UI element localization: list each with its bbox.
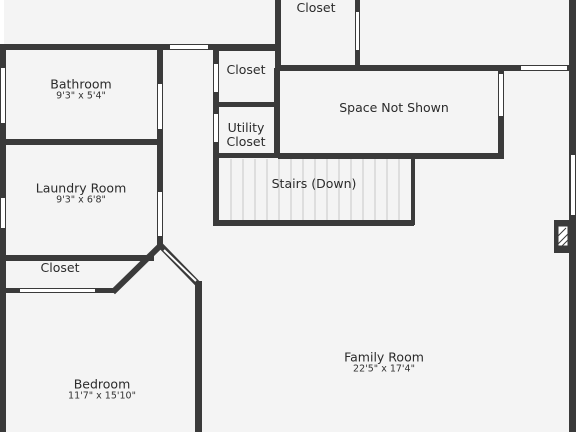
- stair-treads: [230, 159, 400, 220]
- room-dimensions: 11'7" x 15'10": [68, 390, 136, 402]
- wall-top-left: [4, 44, 280, 50]
- room-name: Bathroom: [50, 76, 112, 92]
- wall-space-bottom: [278, 153, 504, 159]
- wall-exterior-left: [0, 44, 6, 432]
- wall-closet-mid-bottom: [213, 102, 278, 107]
- room-dimensions: 9'3" x 5'4": [56, 90, 106, 102]
- wall-bath-right: [157, 48, 163, 248]
- window-closet-left: [20, 289, 95, 292]
- door-closet-mid: [214, 64, 218, 92]
- window-bath-top: [170, 45, 208, 49]
- room-name: Family Room: [344, 349, 424, 365]
- fireplace-hatch: [557, 227, 569, 247]
- wall-diag-closet: [110, 241, 165, 295]
- wall-utility-right: [274, 68, 280, 158]
- wall-space-top: [278, 65, 570, 71]
- door-closet-top: [356, 12, 359, 50]
- room-closet-top: Closet: [296, 0, 336, 15]
- windows: [1, 12, 575, 292]
- room-family: Family Room 22'5" x 17'4": [344, 349, 424, 375]
- room-name: Closet: [40, 259, 80, 275]
- room-dimensions: 22'5" x 17'4": [353, 363, 415, 375]
- wall-closet-mid-top: [213, 46, 281, 51]
- door-space: [499, 74, 503, 116]
- room-closet-left: Closet: [40, 259, 80, 275]
- wall-stairs-bottom: [213, 220, 414, 226]
- wall-exterior-right: [569, 0, 576, 432]
- room-laundry: Laundry Room 9'3" x 6'8": [35, 180, 127, 206]
- room-dimensions: 9'3" x 6'8": [56, 194, 106, 206]
- room-name: Space Not Shown: [339, 99, 449, 115]
- room-closet-mid: Closet: [226, 61, 266, 77]
- door-laundry: [158, 192, 162, 236]
- room-utility-closet: Utility Closet: [227, 84, 266, 168]
- door-bath: [158, 84, 162, 129]
- wall-bath-laundry: [4, 139, 162, 145]
- room-name: Laundry Room: [35, 180, 127, 196]
- wall-bedroom-right: [195, 281, 202, 432]
- room-name: Bedroom: [73, 376, 131, 392]
- room-name: Closet: [296, 0, 336, 15]
- wall-laundry-bottom: [4, 255, 154, 261]
- wall-utility-bottom: [213, 153, 280, 158]
- window-right-top: [521, 66, 567, 70]
- window-diag-bedroom: [163, 249, 197, 282]
- room-stairs: Stairs (Down): [271, 175, 357, 191]
- door-utility: [214, 114, 218, 142]
- window-laundry-left: [1, 198, 5, 228]
- wall-stairs-right: [411, 155, 415, 225]
- room-bedroom: Bedroom 11'7" x 15'10": [68, 376, 136, 402]
- window-right-side: [571, 155, 575, 215]
- room-name: Stairs (Down): [271, 175, 357, 191]
- room-name: Utility Closet: [226, 119, 266, 150]
- room-bathroom: Bathroom 9'3" x 5'4": [50, 76, 112, 102]
- room-space-not-shown: Space Not Shown: [339, 99, 449, 115]
- room-name: Closet: [226, 61, 266, 77]
- wall-closet-top-left: [275, 0, 281, 70]
- window-bath-left: [1, 68, 5, 123]
